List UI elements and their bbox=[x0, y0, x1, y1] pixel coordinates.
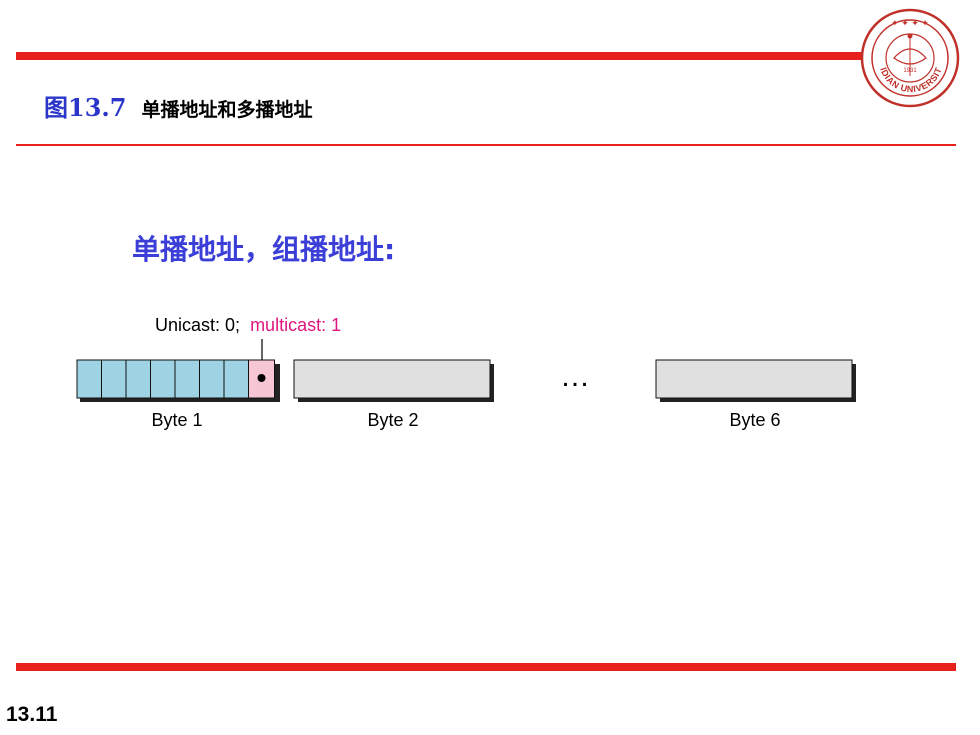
top-red-bar bbox=[16, 52, 956, 60]
title-underline bbox=[16, 144, 956, 146]
bit-cell bbox=[174, 359, 200, 399]
diagram-annotation: Unicast: 0; multicast: 1 bbox=[155, 315, 341, 335]
byte-1-label: Byte 1 bbox=[151, 410, 202, 430]
byte-2-box bbox=[293, 359, 491, 399]
byte-6-box bbox=[655, 359, 853, 399]
seal-year: 1931 bbox=[903, 68, 917, 74]
page-number: 13.11 bbox=[6, 703, 58, 726]
xidian-university-seal-icon: ✦ ✦ ✦ ✦ 1931 XIDIAN UNIVERSITY bbox=[855, 0, 962, 110]
bit-cell bbox=[223, 359, 249, 399]
bit-cell bbox=[101, 359, 127, 399]
bottom-red-bar bbox=[16, 663, 956, 671]
byte-6-label: Byte 6 bbox=[729, 410, 780, 430]
multicast-annotation: multicast: 1 bbox=[250, 315, 341, 335]
bit-cell bbox=[76, 359, 102, 399]
bit-cell bbox=[199, 359, 225, 399]
bit-cell bbox=[125, 359, 151, 399]
unicast-annotation: Unicast: 0; bbox=[155, 315, 240, 335]
figure-label: 图13.7 bbox=[44, 93, 127, 122]
figure-title: 图13.7 单播地址和多播地址 bbox=[44, 88, 313, 123]
byte-2-label: Byte 2 bbox=[367, 410, 418, 430]
bit-cell bbox=[150, 359, 176, 399]
slide-subtitle: 单播地址，组播地址: bbox=[132, 233, 396, 266]
byte-ellipsis: … bbox=[560, 360, 590, 393]
byte-1-box bbox=[76, 359, 275, 399]
flag-bit-dot-icon bbox=[257, 374, 266, 382]
figure-caption: 单播地址和多播地址 bbox=[141, 99, 313, 121]
svg-text:✦ ✦ ✦ ✦: ✦ ✦ ✦ ✦ bbox=[891, 18, 929, 28]
